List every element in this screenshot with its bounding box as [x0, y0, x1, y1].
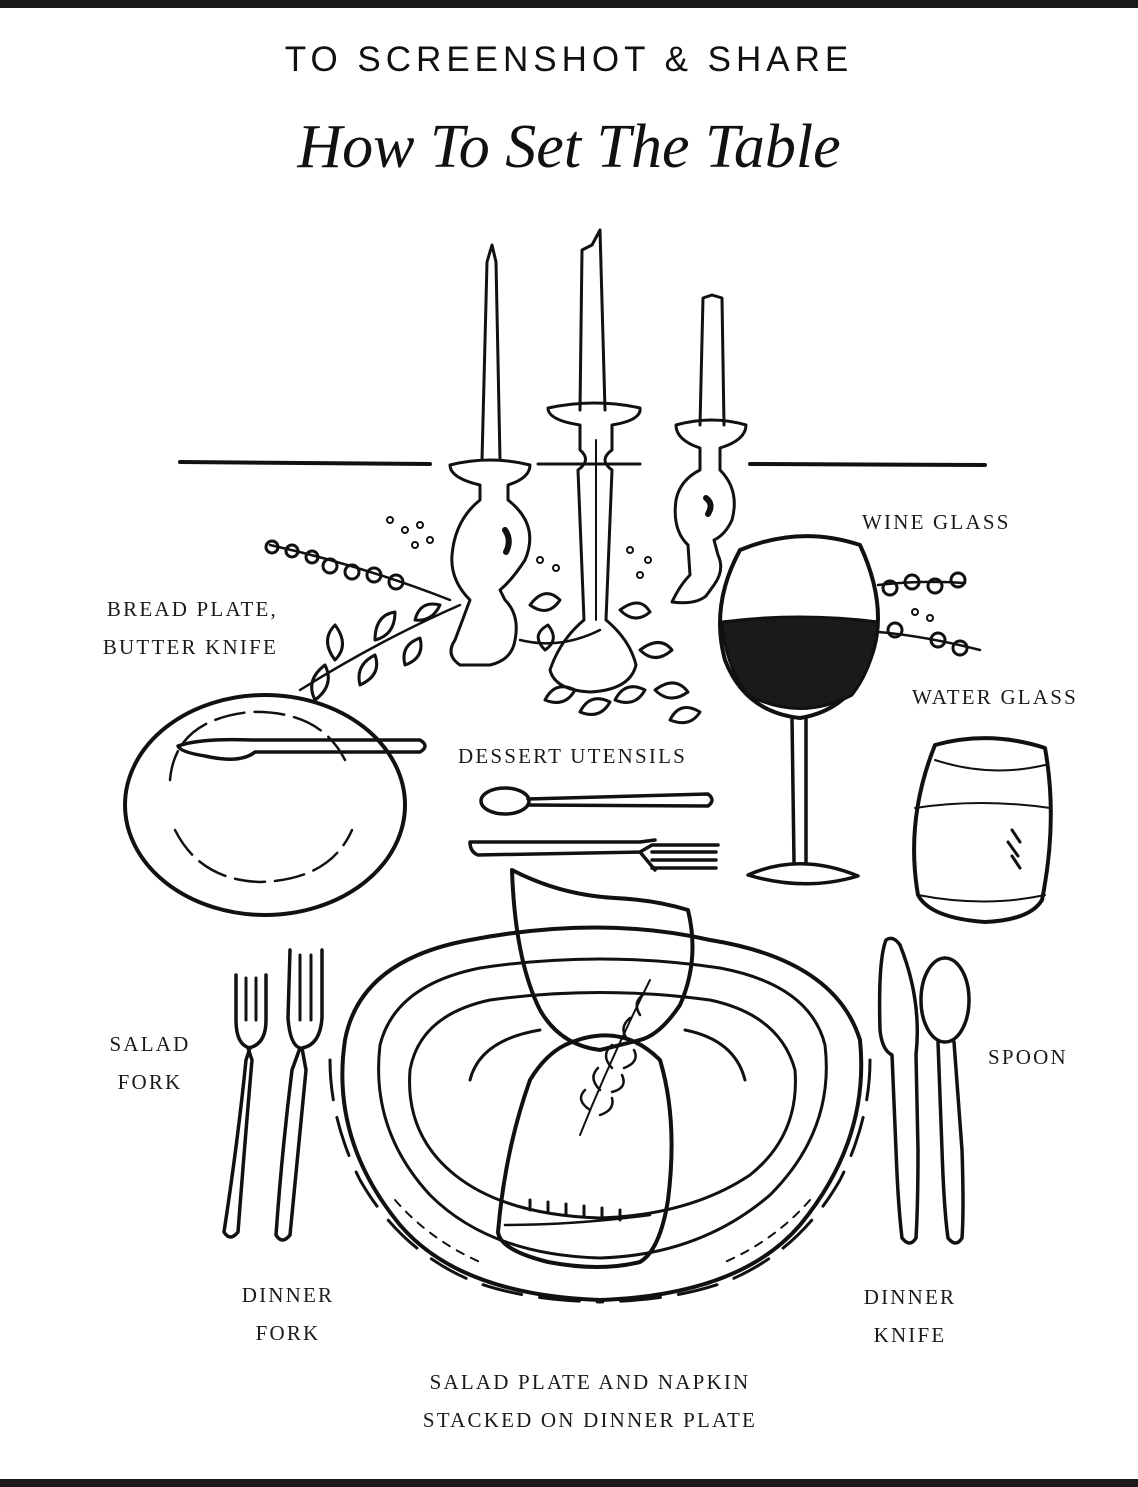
top-border [0, 0, 1138, 8]
napkin-icon [496, 868, 695, 1269]
dinner-fork-icon [274, 948, 324, 1242]
page-title: How To Set The Table [297, 113, 841, 181]
label-spoon: SPOON [988, 1045, 1068, 1069]
dessert-fork-icon [468, 838, 720, 872]
label-wine-glass: WINE GLASS [862, 510, 1011, 534]
dinner-knife-icon [877, 936, 920, 1245]
label-line: DINNER [863, 1285, 957, 1309]
label-bread-plate-butter-knife: BREAD PLATE, BUTTER KNIFE [40, 590, 278, 666]
candle-icon [480, 228, 726, 462]
greenery-icon [264, 516, 982, 725]
label-dinner-knife: DINNER KNIFE [830, 1278, 990, 1354]
label-line: SALAD PLATE AND NAPKIN [429, 1370, 751, 1394]
label-salad-plate-napkin: SALAD PLATE AND NAPKIN STACKED ON DINNER… [330, 1363, 850, 1439]
label-dinner-fork: DINNER FORK [208, 1276, 368, 1352]
candlestick-icon [448, 401, 748, 694]
butter-knife-icon [176, 737, 427, 761]
label-line: FORK [255, 1321, 321, 1345]
label-line: DINNER [241, 1283, 335, 1307]
label-salad-fork: SALAD FORK [90, 1025, 210, 1101]
label-line: KNIFE [873, 1323, 947, 1347]
dessert-spoon-icon [479, 786, 714, 816]
label-line: SALAD [109, 1032, 191, 1056]
label-line: BUTTER KNIFE [102, 635, 278, 659]
label-dessert-utensils: DESSERT UTENSILS [458, 744, 687, 768]
wine-glass-icon [718, 534, 880, 886]
bottom-border [0, 1479, 1138, 1487]
label-line: FORK [117, 1070, 183, 1094]
label-line: STACKED ON DINNER PLATE [422, 1408, 758, 1432]
label-line: BREAD PLATE, [106, 597, 278, 621]
spoon-icon [919, 956, 971, 1245]
table-edge-line [178, 460, 987, 467]
salad-fork-icon [222, 973, 268, 1239]
label-water-glass: WATER GLASS [912, 685, 1078, 709]
page-kicker: TO SCREENSHOT & SHARE [284, 40, 854, 79]
bread-plate-icon [123, 693, 407, 917]
water-glass-icon [912, 736, 1053, 924]
